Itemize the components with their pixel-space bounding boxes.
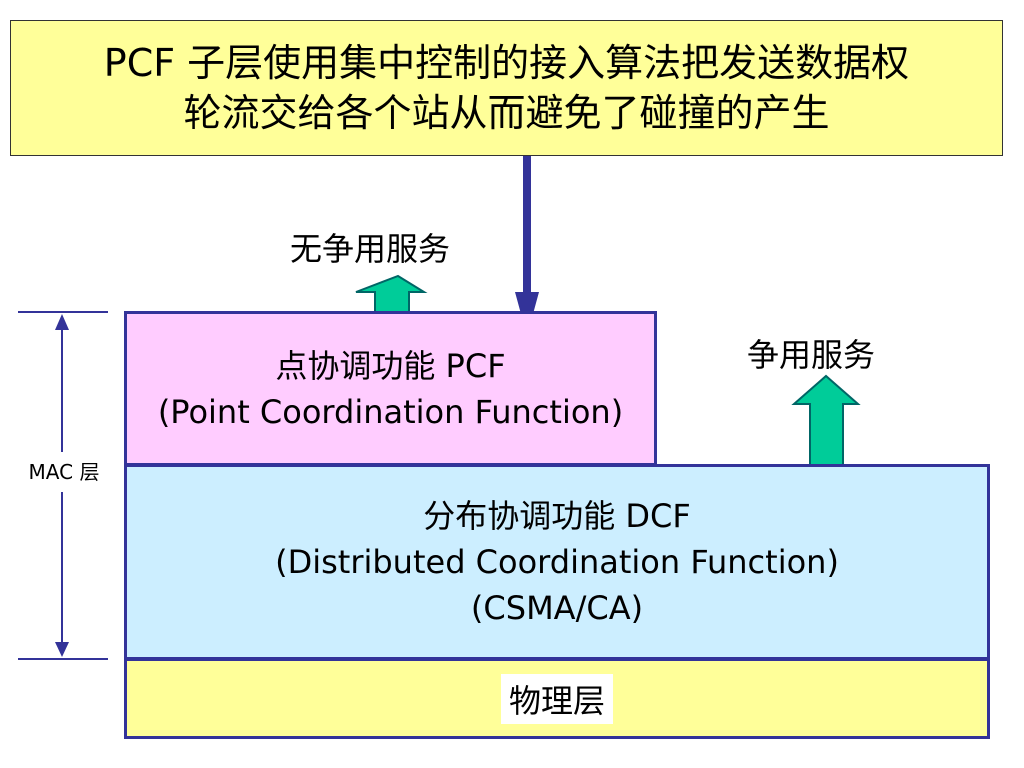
contention-free-service-label: 无争用服务 (290, 230, 451, 268)
mac-layer-label: MAC 层 (10, 452, 118, 492)
pcf-note-line-1: PCF 子层使用集中控制的接入算法把发送数据权 (103, 41, 910, 85)
contention-service-label: 争用服务 (747, 336, 876, 374)
dcf-method: (CSMA/CA) (470, 589, 644, 627)
contention-service-arrow (791, 374, 861, 482)
dcf-title: 分布协调功能 DCF (423, 497, 691, 535)
pcf-note-line-2: 轮流交给各个站从而避免了碰撞的产生 (183, 91, 830, 135)
pcf-full-name: (Point Coordination Function) (157, 392, 624, 431)
pcf-title: 点协调功能 PCF (275, 346, 506, 385)
dcf-box: 分布协调功能 DCF (Distributed Coordination Fun… (124, 464, 990, 660)
note-to-pcf-arrow (515, 156, 539, 336)
pcf-note-box: PCF 子层使用集中控制的接入算法把发送数据权 轮流交给各个站从而避免了碰撞的产… (10, 20, 1003, 156)
dcf-full-name: (Distributed Coordination Function) (275, 543, 839, 581)
physical-layer-label: 物理层 (500, 673, 613, 724)
physical-layer-box: 物理层 (124, 658, 990, 739)
pcf-box: 点协调功能 PCF (Point Coordination Function) (124, 311, 657, 466)
